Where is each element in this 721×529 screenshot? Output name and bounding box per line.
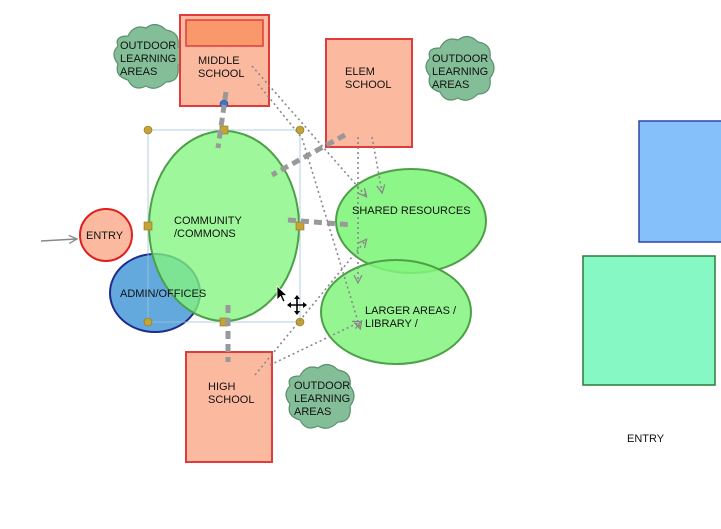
shared-resources-label: SHARED RESOURCES [352,205,471,217]
entry-node[interactable] [79,208,133,262]
middle-school-node[interactable] [179,14,270,107]
connection-handle[interactable] [143,221,153,231]
resize-handle[interactable] [295,125,305,135]
mint-block[interactable] [582,255,716,386]
arrow-high-shared[interactable] [254,240,366,376]
connector-community-shared[interactable] [287,217,353,228]
connection-handle[interactable] [219,125,229,135]
resize-handle[interactable] [143,125,153,135]
connector-elem-community[interactable] [270,132,347,178]
elem-school-node[interactable] [325,38,413,148]
blue-block[interactable] [638,120,721,243]
entry-arrow[interactable] [40,239,76,241]
entry-label: ENTRY [86,230,124,242]
connection-handle[interactable] [295,221,305,231]
resize-handle[interactable] [143,317,153,327]
arrow-high-larger[interactable] [269,322,360,366]
high-school-node[interactable] [185,351,273,463]
arrow-middle-shared[interactable] [251,65,366,196]
move-cursor-icon [287,295,307,315]
larger-areas-label: LARGER AREAS /LIBRARY / [365,305,457,330]
larger-areas-node[interactable] [320,259,472,365]
outdoor-cloud-1[interactable] [113,23,183,89]
admin-label: ADMIN/OFFICES [120,288,206,300]
outdoor-cloud-3[interactable] [285,363,355,429]
arrow-elem-shared[interactable] [371,136,382,192]
pointer-cursor-icon [276,285,289,303]
connector-middle-community[interactable] [215,91,229,149]
outdoor-cloud-2[interactable] [425,35,495,101]
resize-handle[interactable] [295,317,305,327]
community-label: COMMUNITY/COMMONS [174,215,242,240]
entry-right-label: ENTRY [627,433,665,445]
middle-school-header [185,19,264,47]
